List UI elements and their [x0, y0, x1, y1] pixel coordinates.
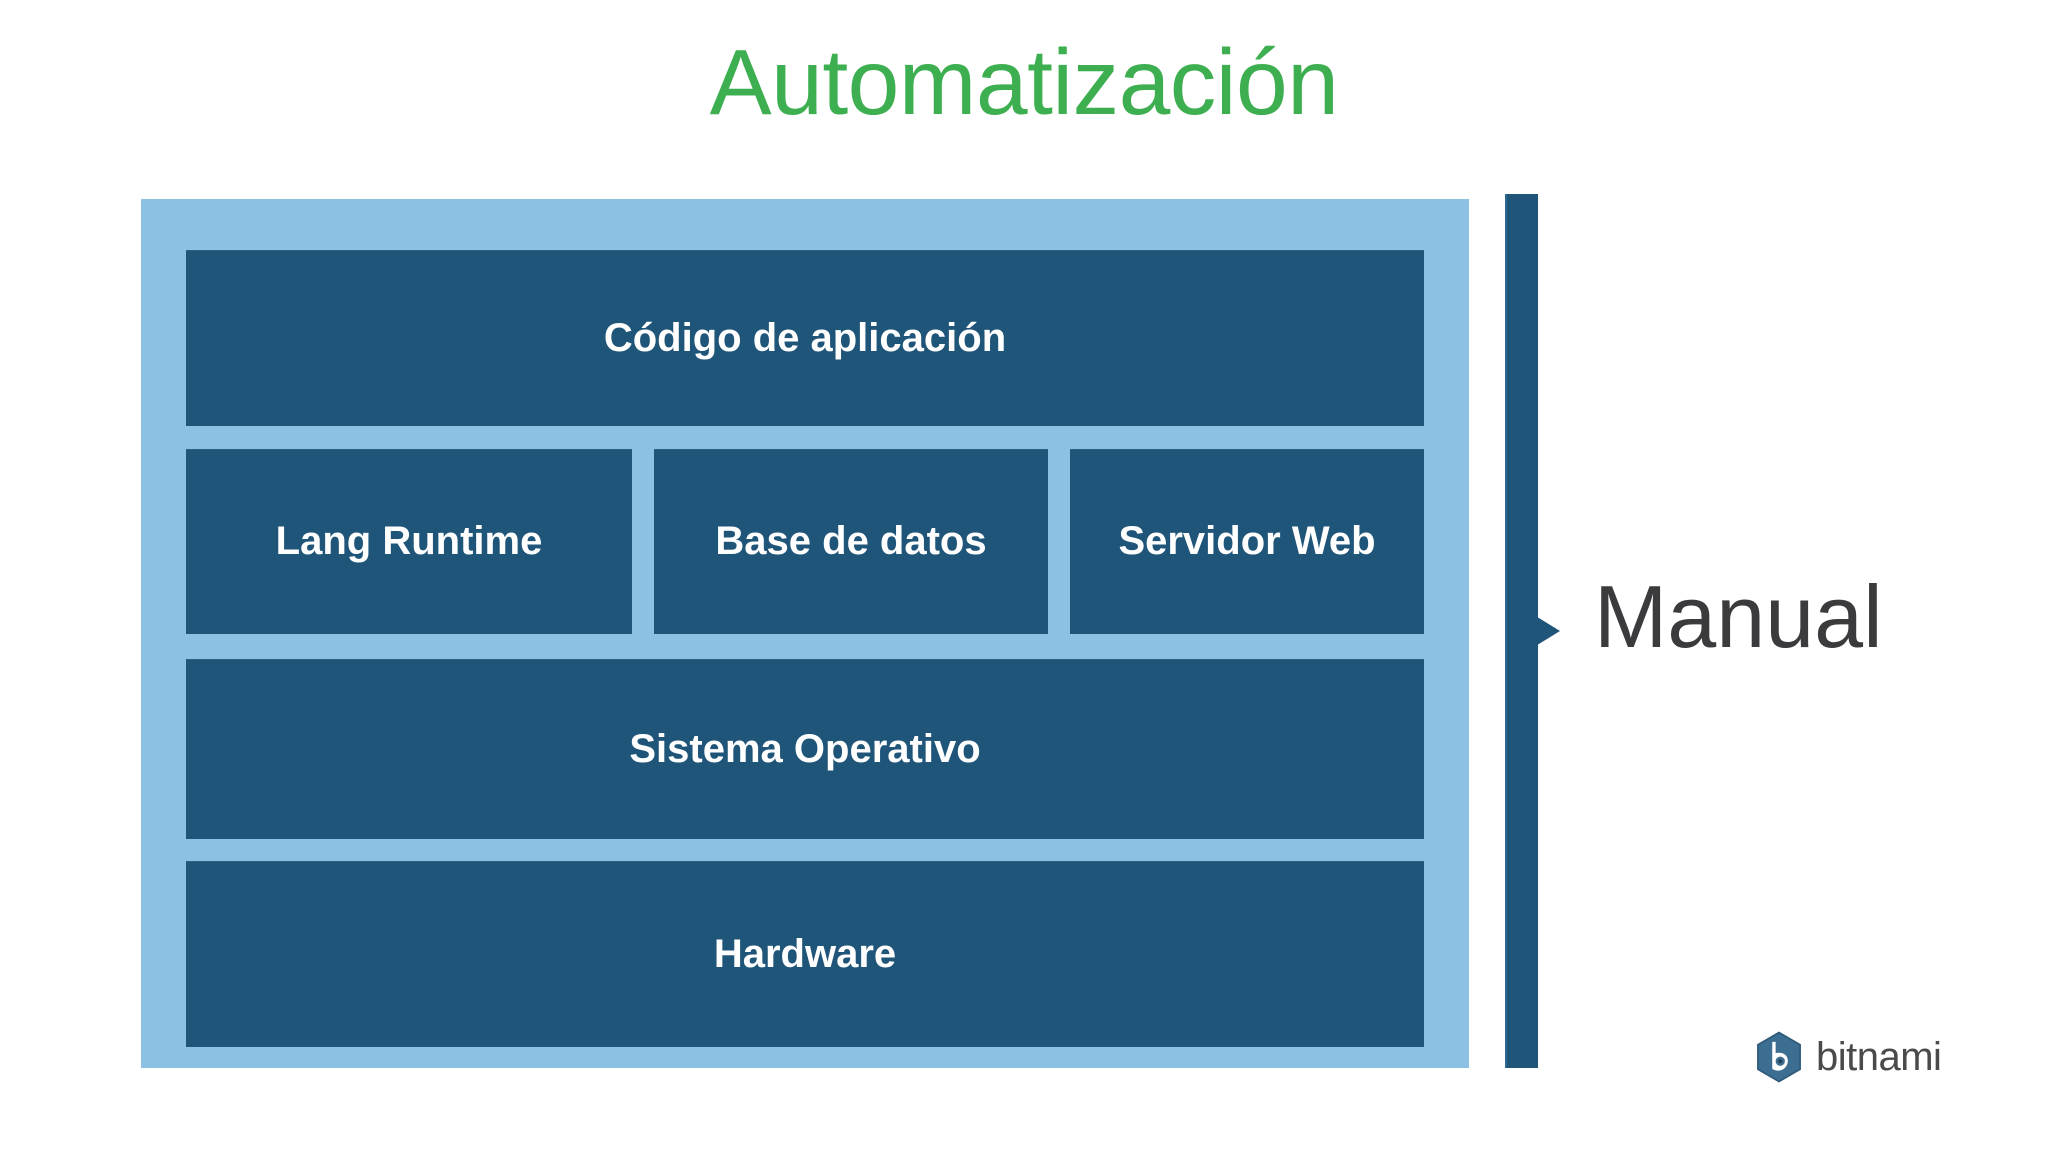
bitnami-logo: bitnami [1752, 1030, 1942, 1084]
arrow-right-icon [1534, 615, 1560, 647]
stack-box-hardware: Hardware [186, 861, 1424, 1047]
bitnami-wordmark: bitnami [1816, 1035, 1942, 1079]
stack-box-application-code: Código de aplicación [186, 250, 1424, 426]
stack-box-web-server: Servidor Web [1070, 449, 1424, 634]
stack-box-operating-system: Sistema Operativo [186, 659, 1424, 839]
bitnami-hexagon-b-icon [1757, 1031, 1801, 1083]
page-title: Automatización [709, 30, 1339, 134]
stack-box-lang-runtime: Lang Runtime [186, 449, 632, 634]
automation-stack-panel: Código de aplicación Lang Runtime Base d… [141, 199, 1469, 1068]
manual-label: Manual [1594, 567, 1883, 666]
stack-box-database: Base de datos [654, 449, 1048, 634]
